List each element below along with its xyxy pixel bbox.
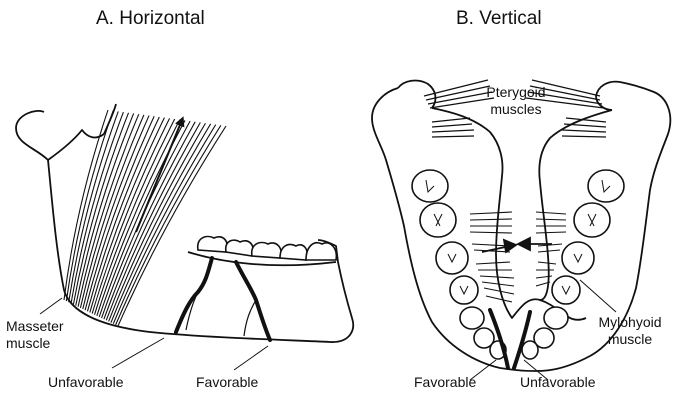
label-masseter-muscle: Masseter muscle [6, 318, 64, 352]
label-mylohyoid-muscle: Mylohyoid muscle [592, 314, 668, 348]
panel-a-teeth [198, 237, 337, 261]
masseter-fiber [104, 122, 195, 319]
fracture-unfavorable-b [514, 312, 530, 368]
label-masseter-line2: muscle [6, 335, 64, 352]
panel-a-mandible [16, 104, 353, 342]
label-pterygoid-muscles: Pterygoid muscles [474, 84, 558, 118]
label-masseter-line1: Masseter [6, 318, 64, 335]
label-unfavorable-a: Unfavorable [48, 374, 124, 391]
label-mylohyoid-line2: muscle [592, 331, 668, 348]
fracture-unfavorable-a [176, 258, 212, 332]
tooth-grooves [426, 180, 610, 294]
panel-b-title: B. Vertical [456, 8, 542, 30]
masseter-muscle [64, 110, 226, 326]
masseter-fiber [113, 125, 215, 324]
fracture-favorable-a [236, 262, 270, 340]
label-mylohyoid-line1: Mylohyoid [592, 314, 668, 331]
label-pterygoid-line2: muscles [474, 101, 558, 118]
panel-a-title: A. Horizontal [96, 8, 205, 30]
label-favorable-a: Favorable [196, 374, 258, 391]
leader-favorable-a [234, 346, 268, 370]
leader-masseter [40, 298, 62, 314]
leader-mylohyoid [580, 280, 616, 312]
label-unfavorable-b: Unfavorable [520, 374, 596, 391]
label-pterygoid-line1: Pterygoid [474, 84, 558, 101]
label-favorable-b: Favorable [414, 374, 476, 391]
leader-unfavorable-a [112, 338, 164, 368]
